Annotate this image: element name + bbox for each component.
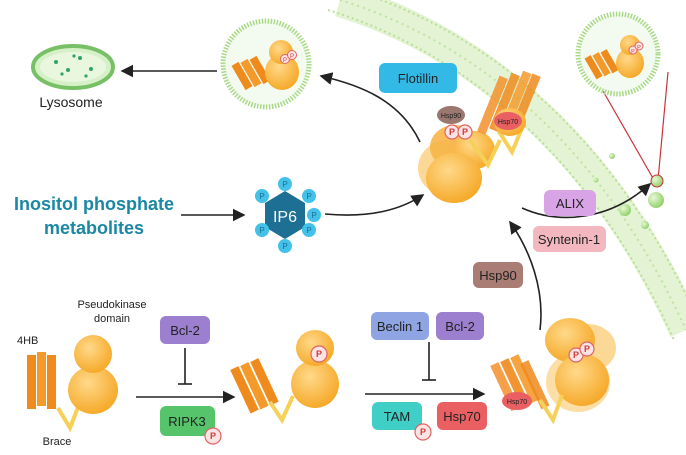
4hb-label: 4HB (17, 335, 38, 347)
pseudokinase-label-line2: domain (94, 313, 130, 325)
inositol-heading-line2: metabolites (44, 218, 144, 238)
vesicle-dot (609, 153, 615, 159)
svg-text:Bcl-2: Bcl-2 (170, 323, 200, 338)
mlkl-vesicle-top: P P (220, 18, 312, 110)
svg-text:P: P (259, 226, 264, 235)
svg-text:P: P (316, 349, 322, 359)
svg-text:P: P (573, 350, 579, 360)
svg-text:Syntenin-1: Syntenin-1 (538, 232, 600, 247)
svg-text:RIPK3: RIPK3 (168, 414, 206, 429)
vesicle-dot (648, 192, 664, 208)
svg-text:P: P (210, 431, 216, 441)
svg-text:Bcl-2: Bcl-2 (445, 319, 475, 334)
svg-text:Flotillin: Flotillin (398, 71, 438, 86)
svg-text:P: P (290, 54, 294, 60)
svg-text:P: P (259, 192, 264, 201)
svg-text:P: P (631, 49, 635, 55)
beclin1-badge: Beclin 1 (371, 312, 429, 340)
mlkl-vesicle-zoom: P P (575, 11, 669, 188)
vesicle-dot (641, 221, 649, 229)
lysosome-icon (31, 44, 115, 90)
bcl2-badge-left: Bcl-2 (160, 316, 210, 344)
brace-label: Brace (43, 436, 72, 448)
bcl2-badge-right: Bcl-2 (436, 312, 484, 340)
hsp70-badge: Hsp70 (437, 402, 487, 430)
arrow-up-to-membrane (509, 220, 542, 331)
svg-text:P: P (637, 45, 641, 51)
mlkl-phospho-icon: P (230, 330, 339, 425)
hsp70-mini-label: Hsp70 (498, 119, 518, 126)
svg-text:P: P (584, 344, 590, 354)
hsp70-oligomer-label: Hsp70 (507, 399, 527, 406)
mlkl-oligomer-membrane: Hsp90 Hsp70 P P (418, 70, 541, 203)
hsp90-mini-label: Hsp90 (441, 113, 461, 120)
svg-text:P: P (311, 211, 316, 220)
svg-text:P: P (306, 192, 311, 201)
lysosome-label: Lysosome (39, 94, 103, 110)
mlkl-oligomer-cytosol: Hsp70 P P (490, 318, 616, 425)
svg-text:Hsp90: Hsp90 (479, 268, 517, 283)
tam-badge: TAM P (372, 402, 432, 441)
flotillin-badge: Flotillin (379, 63, 457, 93)
svg-text:P: P (462, 127, 468, 137)
alix-badge: ALIX (544, 190, 596, 216)
svg-text:ALIX: ALIX (556, 196, 585, 211)
mlkl-monomer-icon (27, 335, 118, 433)
arrow-ip6-to-cluster (324, 194, 425, 216)
svg-text:P: P (449, 127, 455, 137)
vesicle-dot (619, 204, 631, 216)
svg-text:P: P (306, 226, 311, 235)
vesicle-dot (593, 177, 599, 183)
inositol-heading-line1: Inositol phosphate (14, 194, 174, 214)
ripk3-badge: RIPK3 P (160, 406, 222, 445)
svg-text:TAM: TAM (384, 409, 410, 424)
svg-text:Hsp70: Hsp70 (443, 409, 481, 424)
svg-text:P: P (282, 180, 287, 189)
pseudokinase-label-line1: Pseudokinase (77, 299, 146, 311)
ip6-icon: IP6 P P P P P P P (255, 177, 321, 253)
svg-text:P: P (282, 242, 287, 251)
svg-text:P: P (420, 427, 426, 437)
svg-text:Beclin 1: Beclin 1 (377, 319, 423, 334)
arrow-to-vesicle (319, 72, 421, 143)
hsp90-badge: Hsp90 (473, 262, 523, 288)
svg-text:P: P (283, 58, 287, 64)
svg-text:IP6: IP6 (273, 209, 297, 226)
syntenin-badge: Syntenin-1 (533, 226, 606, 252)
phospho-icon: P P (280, 50, 297, 64)
